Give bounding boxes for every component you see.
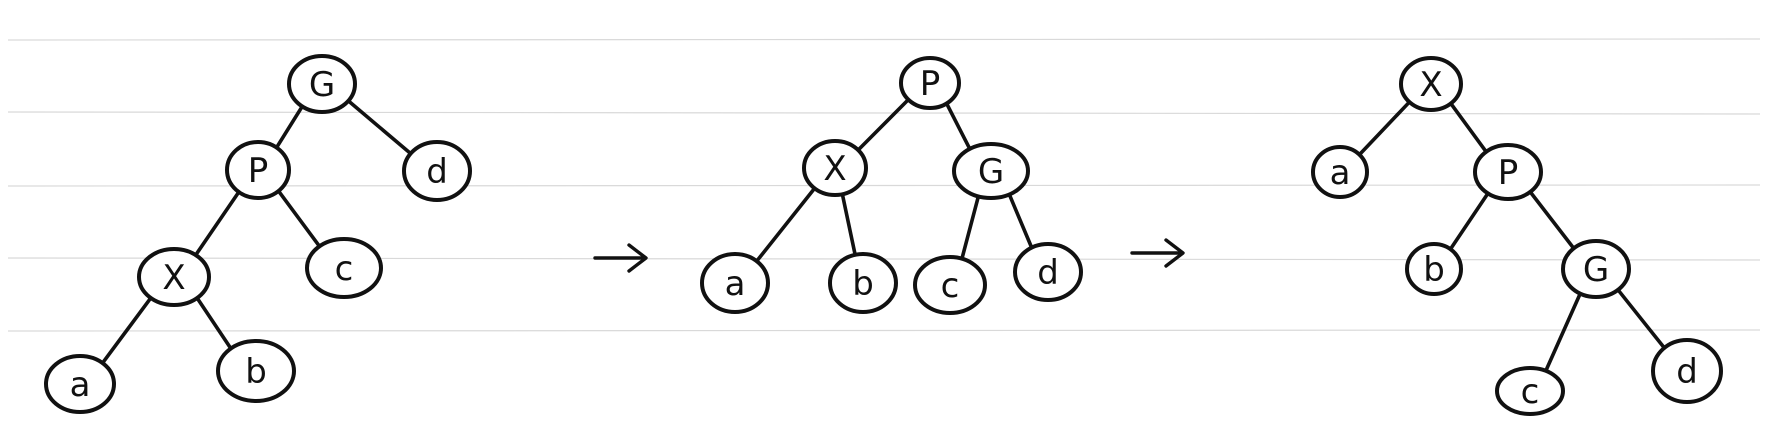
node-circle xyxy=(137,247,211,307)
node-label: a xyxy=(725,264,746,304)
node-c: c xyxy=(1495,366,1565,416)
node-d: d xyxy=(1651,338,1723,404)
node-circle xyxy=(1495,366,1565,416)
node-label: d xyxy=(1037,253,1059,293)
node-label: b xyxy=(245,352,267,392)
node-label: X xyxy=(823,149,846,189)
node-label: G xyxy=(978,152,1004,192)
ruled-line xyxy=(7,329,1761,332)
node-circle xyxy=(402,140,472,202)
node-circle xyxy=(899,56,961,110)
node-P: P xyxy=(225,140,291,200)
edge-P-G xyxy=(1528,190,1576,250)
node-label: a xyxy=(1330,153,1351,193)
ruled-line xyxy=(7,111,1761,115)
node-X: X xyxy=(137,247,211,307)
node-X: X xyxy=(1399,56,1463,112)
node-a: a xyxy=(700,252,770,314)
node-G: G xyxy=(287,54,357,114)
node-P: P xyxy=(899,56,961,110)
tree-after: Xa Pb Gc d xyxy=(1311,56,1723,416)
node-b: b xyxy=(216,339,296,403)
node-circle xyxy=(1561,239,1631,299)
edge-P-b xyxy=(1448,192,1490,251)
node-P: P xyxy=(1473,143,1543,201)
node-a: a xyxy=(1311,145,1369,199)
node-b: b xyxy=(828,252,898,314)
transition-arrows xyxy=(593,238,1185,273)
node-label: c xyxy=(335,249,354,289)
node-circle xyxy=(1311,145,1369,199)
node-label: d xyxy=(1676,352,1698,392)
node-label: c xyxy=(941,266,960,306)
node-circle xyxy=(1651,338,1723,404)
node-circle xyxy=(1399,56,1463,112)
transition-arrow xyxy=(1130,238,1185,268)
node-b: b xyxy=(1405,242,1463,296)
edge-P-G xyxy=(945,102,972,151)
node-d: d xyxy=(1013,242,1083,302)
node-a: a xyxy=(44,354,116,414)
edge-P-c xyxy=(277,189,321,248)
node-circle xyxy=(216,339,296,403)
edge-P-X xyxy=(856,98,910,152)
node-label: b xyxy=(1423,250,1445,290)
edge-X-a xyxy=(755,186,817,263)
node-label: G xyxy=(309,65,335,105)
edge-G-d xyxy=(1007,193,1034,249)
node-label: G xyxy=(1583,250,1609,290)
node-X: X xyxy=(802,139,868,197)
ruled-line xyxy=(7,38,1761,41)
edge-X-a xyxy=(1357,100,1411,157)
node-circle xyxy=(1013,242,1083,302)
node-label: P xyxy=(920,64,941,104)
edge-X-a xyxy=(101,296,153,365)
node-circle xyxy=(913,255,987,315)
node-circle xyxy=(952,142,1030,200)
node-circle xyxy=(287,54,357,114)
node-circle xyxy=(700,252,770,314)
node-circle xyxy=(1473,143,1543,201)
node-c: c xyxy=(913,255,987,315)
node-circle xyxy=(225,140,291,200)
node-circle xyxy=(305,237,383,299)
node-circle xyxy=(1405,242,1463,296)
node-label: c xyxy=(1521,372,1540,412)
node-label: P xyxy=(1498,153,1519,193)
edge-G-P xyxy=(275,105,304,149)
ruled-line xyxy=(7,184,1761,187)
transition-arrow xyxy=(593,243,648,273)
edge-X-P xyxy=(1449,102,1488,154)
edge-X-b xyxy=(195,296,233,350)
node-label: d xyxy=(426,152,448,192)
edge-G-d xyxy=(347,99,412,155)
node-circle xyxy=(802,139,868,197)
node-d: d xyxy=(402,140,472,202)
node-label: P xyxy=(248,151,269,191)
node-G: G xyxy=(952,142,1030,200)
node-label: X xyxy=(1419,65,1442,105)
edge-G-c xyxy=(1544,292,1582,373)
node-label: b xyxy=(852,264,874,304)
tree-middle: P X Ga b c d xyxy=(700,56,1083,315)
node-label: X xyxy=(162,258,185,298)
node-c: c xyxy=(305,237,383,299)
edge-X-b xyxy=(840,192,857,257)
edge-G-d xyxy=(1616,288,1666,350)
node-G: G xyxy=(1561,239,1631,299)
node-circle xyxy=(828,252,898,314)
node-label: a xyxy=(70,365,91,405)
edge-P-X xyxy=(194,190,241,257)
node-circle xyxy=(44,354,116,414)
edge-G-c xyxy=(960,195,981,260)
